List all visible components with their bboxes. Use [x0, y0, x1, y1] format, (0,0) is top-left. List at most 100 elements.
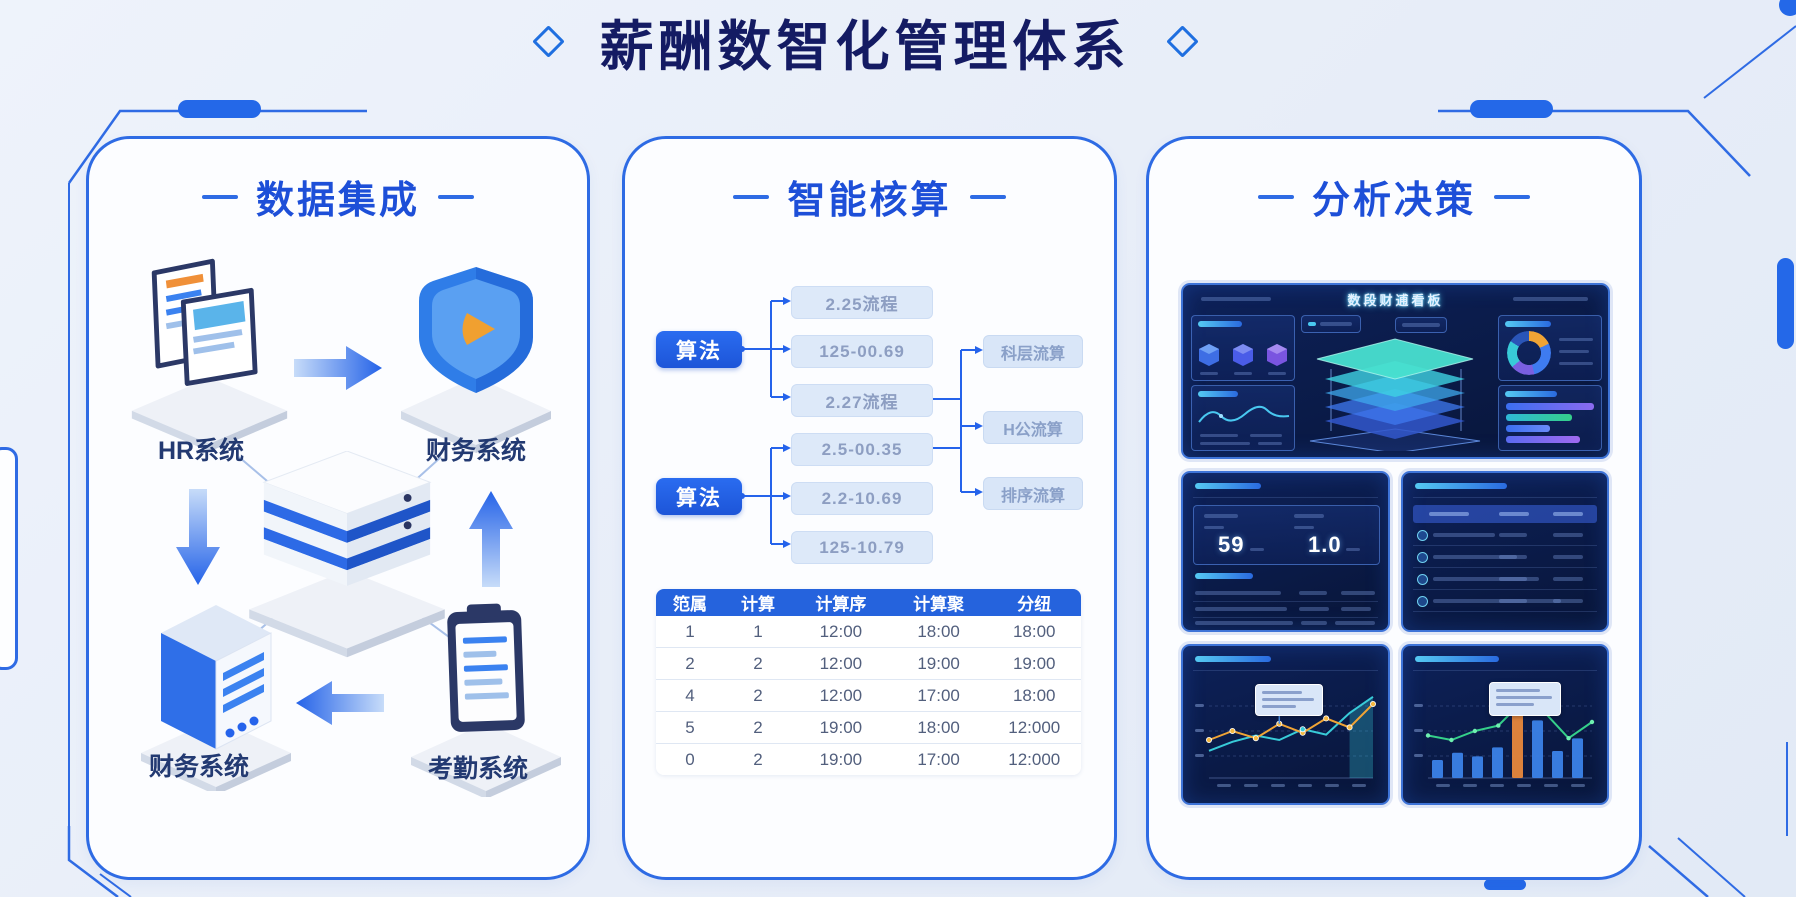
garbled-text-bar	[1294, 526, 1314, 529]
diamond-icon	[531, 25, 565, 58]
header-line	[969, 194, 1006, 199]
panel-title-bar	[1505, 321, 1551, 327]
table-cell: 12:00	[792, 647, 890, 680]
dashboard-table	[1401, 471, 1609, 632]
table-cell: 18:00	[889, 616, 988, 648]
hbar	[1506, 436, 1580, 443]
panel-hbars	[1498, 385, 1602, 451]
garbled-text-bar	[1234, 372, 1252, 375]
chart-tooltip	[1255, 684, 1323, 716]
table-cell: 19:00	[792, 711, 890, 744]
garbled-text-bar	[1258, 442, 1282, 445]
page-title-row: 薪酬数智化管理体系	[420, 2, 1310, 81]
table-cell: 12:000	[987, 711, 1081, 744]
decor-corner-dot	[1779, 0, 1796, 16]
hbar	[1506, 403, 1594, 410]
arrow-down-icon	[174, 489, 222, 589]
garbled-text-bar	[1299, 591, 1327, 595]
flow-box-level3: H公流算	[983, 411, 1083, 444]
decor-pill-bottom	[1484, 879, 1526, 890]
card-title: 分析决策	[1311, 180, 1476, 222]
table-cell: 12:000	[987, 743, 1081, 775]
garbled-text-bar	[1341, 591, 1375, 595]
decor-pill-right-edge	[1777, 258, 1794, 349]
table-cell: 0	[656, 743, 724, 775]
garbled-text-bar	[1513, 297, 1588, 301]
kpi-label-bar	[1294, 514, 1324, 518]
line-chart	[1195, 695, 1376, 787]
table-cell: 4	[656, 679, 724, 712]
table-cell: 18:00	[987, 616, 1081, 648]
table-cell: 5	[656, 711, 724, 744]
garbled-text-bar	[1553, 599, 1583, 603]
garbled-text-bar	[1341, 607, 1371, 611]
table-cell: 18:00	[889, 711, 988, 744]
flow-box-level2: 2.5-00.35	[791, 433, 933, 466]
node-label-hr: HR系统	[157, 437, 245, 465]
garbled-text-bar	[1201, 297, 1271, 301]
table-cell: 12:00	[792, 616, 890, 648]
panel-trend	[1191, 385, 1295, 451]
page-title: 薪酬数智化管理体系	[599, 17, 1131, 77]
arrow-left-icon	[294, 679, 384, 727]
table-cell: 12:00	[792, 679, 890, 712]
table-header-cell: 笵属	[656, 589, 724, 616]
flow-box-level2: 2.2-10.69	[791, 482, 933, 515]
garbled-text-bar	[1433, 555, 1517, 559]
garbled-text-bar	[1433, 577, 1539, 581]
row-icon	[1417, 530, 1428, 541]
garbled-text-bar	[1553, 555, 1583, 559]
kpi-value-1: 59	[1218, 532, 1245, 557]
header-line	[1257, 194, 1294, 199]
header-cell-bar	[1553, 512, 1583, 516]
diamond-icon	[1165, 25, 1199, 58]
tooltip-text-bar	[1262, 698, 1314, 701]
table-cell: 1	[656, 616, 724, 648]
row-icon	[1417, 596, 1428, 607]
table-header-cell: 计算聚	[889, 589, 988, 616]
table-header-cell: 计算	[724, 589, 792, 616]
table-cell: 17:00	[889, 679, 988, 712]
panel-title-bar	[1198, 391, 1238, 397]
database-icon	[247, 451, 447, 671]
kpi-unit-bar	[1250, 548, 1264, 551]
garbled-text-bar	[1433, 533, 1495, 537]
garbled-text-bar	[1301, 621, 1327, 625]
row-separator	[1413, 611, 1597, 612]
table-cell: 1	[724, 616, 792, 648]
garbled-text-bar	[1499, 555, 1527, 559]
row-separator	[1413, 589, 1597, 590]
garbled-text-bar	[1195, 607, 1287, 611]
garbled-text-bar	[1200, 372, 1218, 375]
garbled-text-bar	[1299, 607, 1329, 611]
dashboard-line-chart	[1181, 644, 1390, 805]
row-separator	[1413, 567, 1597, 568]
header-line	[1494, 194, 1530, 199]
dashboard-main: 数段财逋看板	[1181, 283, 1610, 459]
tooltip-text-bar	[1496, 696, 1552, 699]
flow-box-level3: 排序流算	[983, 477, 1083, 510]
dashboard-title-bar	[1195, 483, 1261, 489]
node-label-finance-bottom: 财务系统	[148, 753, 249, 781]
dashboard-bar-chart	[1401, 644, 1609, 805]
garbled-text-bar	[1499, 577, 1527, 581]
garbled-text-bar	[1335, 621, 1375, 625]
dashboard-title-bar	[1415, 656, 1499, 662]
subpanel-title-bar	[1195, 573, 1253, 579]
table-cell: 2	[724, 647, 792, 680]
table-cell: 18:00	[987, 679, 1081, 712]
header-line	[733, 194, 770, 199]
table-cell: 2	[656, 647, 724, 680]
card-header: 智能核算	[625, 169, 1114, 224]
arrow-up-icon	[467, 487, 515, 587]
table-cell: 19:00	[792, 743, 890, 775]
flow-box-level2: 125-10.79	[791, 531, 933, 564]
legend-swatch	[1308, 322, 1316, 326]
